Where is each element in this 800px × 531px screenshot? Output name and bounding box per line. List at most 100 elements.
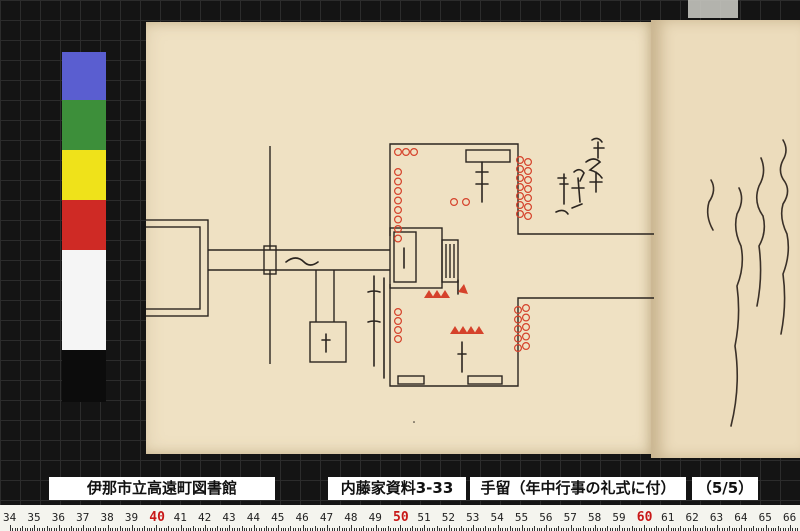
- ruler-tick: [770, 528, 772, 531]
- ruler-tick: [504, 528, 506, 531]
- ruler-tick: [251, 528, 253, 531]
- seal-circle: [450, 198, 459, 207]
- ruler-tick: [322, 528, 323, 531]
- document-page-right: [651, 20, 800, 458]
- ruler-tick: [582, 526, 584, 531]
- ruler-tick: [612, 528, 614, 531]
- ruler-tick: [261, 528, 263, 531]
- ruler-tick: [61, 528, 63, 531]
- ruler-tick: [487, 528, 489, 531]
- ruler-tick: [222, 528, 224, 531]
- seal-circle: [462, 198, 471, 207]
- ruler-tick: [565, 528, 567, 531]
- ruler-tick: [319, 528, 321, 531]
- ruler-tick: [236, 528, 238, 531]
- seal-circle: [394, 234, 403, 243]
- ruler-tick: [275, 528, 277, 531]
- ruler-number: 41: [173, 511, 187, 524]
- seal-circle: [394, 168, 403, 177]
- ruler-tick: [205, 525, 206, 531]
- ruler-tick: [141, 528, 143, 531]
- ruler-tick: [529, 528, 531, 531]
- seal-circle: [516, 201, 525, 210]
- ruler-tick: [151, 528, 153, 531]
- ruler-tick: [70, 526, 72, 531]
- color-swatch: [62, 350, 106, 402]
- ruler-tick: [755, 528, 757, 531]
- color-swatch: [62, 250, 106, 350]
- ruler-tick: [441, 528, 443, 531]
- ruler-tick: [677, 528, 679, 531]
- ruler-tick: [202, 528, 204, 531]
- corridor-glyph: [285, 257, 319, 266]
- ruler-tick: [229, 525, 231, 531]
- entrance-label-box: [393, 231, 417, 283]
- ruler-tick: [148, 528, 150, 531]
- ruler-tick: [44, 528, 46, 531]
- ruler-tick: [27, 528, 29, 531]
- ruler-tick: [265, 526, 267, 531]
- ruler-tick: [492, 528, 494, 531]
- ruler-tick: [655, 526, 657, 531]
- ruler-tick: [144, 526, 146, 531]
- ruler-tick: [592, 528, 594, 531]
- ruler-number: 66: [783, 511, 797, 524]
- ruler-tick: [34, 525, 36, 531]
- ruler-tick: [577, 528, 579, 531]
- ruler-tick: [760, 528, 762, 531]
- ruler-tick: [273, 528, 275, 531]
- ruler-number: 48: [344, 511, 358, 524]
- ruler-tick: [699, 528, 701, 531]
- ruler-tick: [283, 528, 284, 531]
- ruler-number: 40: [149, 510, 165, 525]
- ruler-tick: [348, 528, 350, 531]
- ruler-tick: [731, 528, 733, 531]
- ruler-tick: [426, 528, 428, 531]
- ruler-tick: [258, 528, 260, 531]
- ruler-tick: [29, 528, 31, 531]
- ruler-tick: [785, 528, 787, 531]
- ruler-tick: [105, 528, 107, 531]
- ruler-tick: [446, 528, 448, 531]
- ruler-tick: [19, 528, 21, 531]
- ruler-number: 54: [490, 511, 504, 524]
- ruler-tick: [616, 528, 618, 531]
- ruler-tick: [119, 526, 121, 531]
- document-page-left: [146, 22, 654, 454]
- ruler-tick: [253, 525, 255, 531]
- ruler-tick: [324, 528, 326, 531]
- ruler-tick: [197, 528, 199, 531]
- ruler-tick: [624, 528, 626, 531]
- ruler-tick: [270, 528, 272, 531]
- ruler-tick: [646, 528, 648, 531]
- ruler-number: 42: [198, 511, 212, 524]
- ruler-tick: [178, 528, 180, 531]
- ruler-tick: [658, 528, 660, 531]
- right-page-calligraphy: [706, 139, 790, 427]
- ruler-tick: [751, 528, 752, 531]
- ruler-tick: [702, 528, 704, 531]
- ruler-tick: [673, 528, 674, 531]
- ruler-tick: [200, 528, 202, 531]
- ruler-tick: [351, 525, 353, 531]
- ruler-tick: [334, 528, 336, 531]
- ruler-tick: [195, 528, 197, 531]
- ruler-tick: [531, 528, 533, 531]
- ruler-tick: [127, 528, 128, 531]
- ruler-tick: [158, 528, 160, 531]
- ruler-tick: [587, 528, 589, 531]
- ruler-tick: [36, 528, 38, 531]
- page-indicator: （5/5）: [692, 477, 758, 500]
- ruler-tick: [343, 528, 345, 531]
- seal-circle: [394, 335, 403, 344]
- ruler-tick: [14, 528, 16, 531]
- ruler-tick: [797, 528, 799, 531]
- seal-circle: [524, 203, 533, 212]
- ruler-tick: [458, 528, 460, 531]
- ruler-tick: [161, 528, 163, 531]
- ruler-tick: [419, 528, 421, 531]
- ruler-tick: [295, 528, 297, 531]
- ruler-tick: [248, 528, 250, 531]
- ruler-tick: [139, 528, 141, 531]
- ruler-tick: [521, 525, 523, 531]
